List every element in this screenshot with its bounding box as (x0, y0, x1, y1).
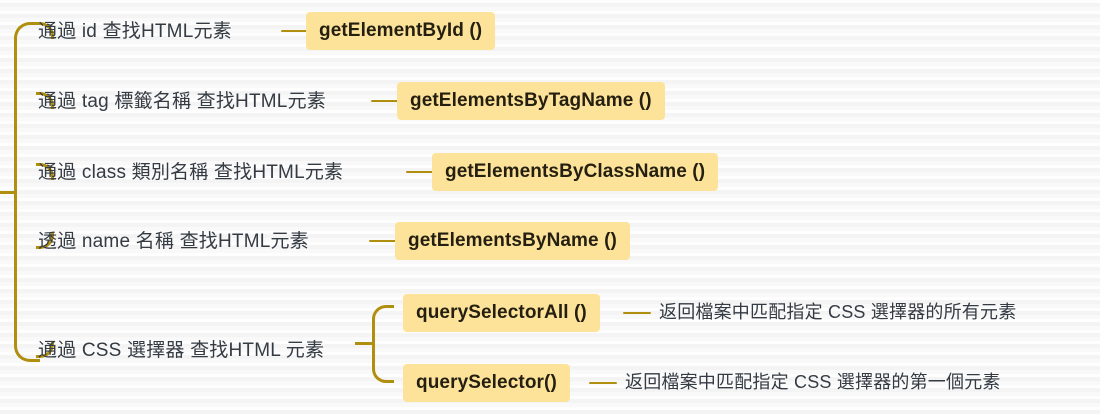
sub-bracket (372, 305, 394, 383)
branch-connector-4 (369, 240, 396, 242)
method-chip-getelementsbyname[interactable]: getElementsByName () (395, 222, 630, 260)
branch-topic-1: 通過 id 查找HTML元素 (38, 21, 232, 42)
method-chip-queryselector[interactable]: querySelector() (403, 364, 570, 402)
branch-connector-1 (281, 30, 307, 32)
branch-topic-5: 通過 CSS 選擇器 查找HTML 元素 (38, 340, 325, 361)
branch-elbow-3 (36, 163, 54, 180)
branch-topic-2: 通過 tag 標籤名稱 查找HTML元素 (38, 91, 326, 112)
branch-topic-3: 通過 class 類別名稱 查找HTML元素 (38, 162, 344, 183)
branch-elbow-1 (36, 22, 54, 39)
method-description-queryselectorall: 返回檔案中匹配指定 CSS 選擇器的所有元素 (659, 302, 1017, 322)
main-bracket (14, 22, 40, 362)
method-chip-getelementsbyclassname[interactable]: getElementsByClassName () (432, 153, 719, 191)
method-chip-getelementbyid[interactable]: getElementById () (306, 12, 496, 50)
method-chip-getelementsbytagname[interactable]: getElementsByTagName () (397, 82, 665, 120)
branch-elbow-2 (36, 92, 54, 109)
main-bracket-stub (0, 191, 17, 194)
sub-connector-1 (623, 312, 651, 314)
branch-connector-2 (371, 100, 398, 102)
branch-connector-3 (406, 171, 433, 173)
branch-elbow-4 (36, 232, 54, 249)
method-chip-queryselectorall[interactable]: querySelectorAll () (403, 294, 600, 332)
sub-bracket-stub (355, 342, 374, 345)
branch-elbow-5 (36, 341, 54, 358)
sub-connector-2 (589, 382, 617, 384)
branch-topic-4: 透過 name 名稱 查找HTML元素 (38, 231, 309, 252)
method-description-queryselector: 返回檔案中匹配指定 CSS 選擇器的第一個元素 (625, 372, 1001, 392)
